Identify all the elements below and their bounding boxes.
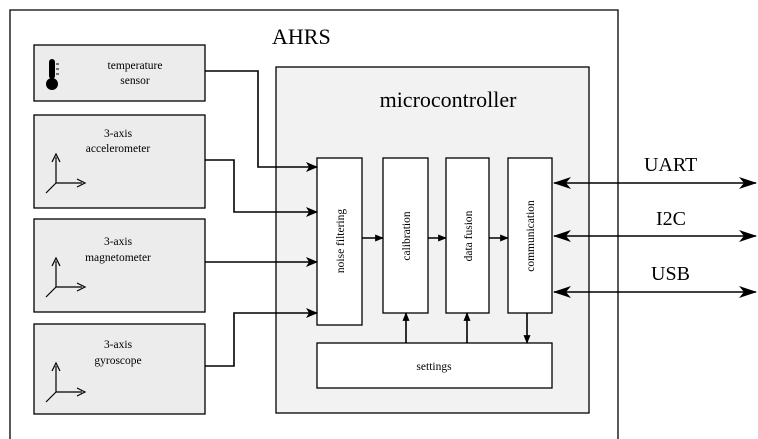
accelerometer-block: 3-axis accelerometer (33, 114, 206, 209)
magnetometer-block: 3-axis magnetometer (33, 218, 206, 313)
ahrs-title: AHRS (272, 24, 331, 49)
uart-label: UART (644, 154, 697, 176)
thermometer-icon (46, 59, 59, 90)
settings-label: settings (416, 361, 452, 373)
data-fusion-stage (445, 157, 490, 314)
temperature-sensor-label-line2: sensor (120, 75, 150, 87)
magnetometer-label-line1: 3-axis (104, 236, 133, 248)
gyroscope-block: 3-axis gyroscope (33, 323, 206, 415)
settings-block (316, 342, 553, 389)
temperature-sensor-label-line1: temperature (108, 60, 163, 72)
usb-port: USB (553, 263, 757, 298)
usb-label: USB (651, 263, 690, 285)
calibration-label: calibration (401, 211, 413, 260)
gyroscope-label-line2: gyroscope (94, 355, 141, 367)
microcontroller-block: microcontroller noise filtering calibrat… (275, 66, 590, 414)
accelerometer-label-line1: 3-axis (104, 128, 133, 140)
temperature-sensor-block: temperature sensor (33, 44, 206, 102)
i2c-port: I2C (553, 208, 757, 242)
data-fusion-label: data fusion (463, 210, 475, 261)
accelerometer-connection-arrow (205, 159, 318, 217)
communication-label: communication (525, 200, 537, 272)
microcontroller-title: microcontroller (380, 87, 518, 112)
accelerometer-label-line2: accelerometer (86, 143, 151, 155)
gyroscope-label-line1: 3-axis (104, 339, 133, 351)
i2c-label: I2C (656, 208, 686, 230)
uart-port: UART (553, 154, 757, 189)
gyroscope-connection-arrow (205, 308, 318, 367)
communication-stage (507, 157, 553, 314)
noise-filtering-stage (316, 157, 363, 326)
noise-filtering-label: noise filtering (335, 209, 347, 273)
magnetometer-label-line2: magnetometer (85, 252, 151, 264)
temperature-connection-arrow (205, 70, 318, 172)
